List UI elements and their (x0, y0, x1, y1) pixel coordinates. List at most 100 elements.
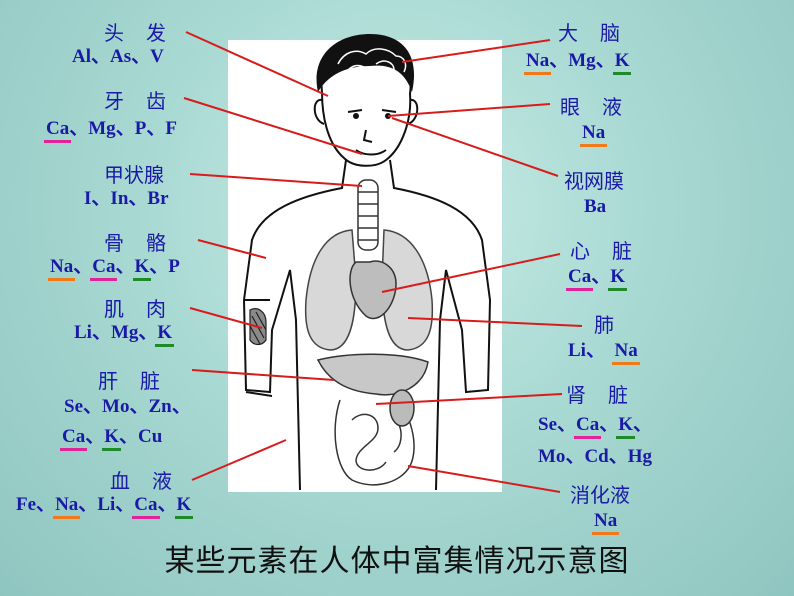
label-retina: 视网膜 (564, 169, 624, 193)
separator: 、 (91, 46, 111, 67)
elements-eye-fluid: Na (579, 122, 608, 147)
separator: 、 (595, 50, 615, 71)
element-symbol-ca: Ca (132, 494, 160, 519)
element-symbol-ba: Ba (584, 196, 607, 217)
separator: 、 (138, 322, 158, 343)
elements-muscle: Li、Mg、K (74, 322, 174, 347)
pointer-liver (191, 369, 335, 381)
element-symbol-ca: Ca (90, 256, 118, 281)
label-digestive-fluid: 消化液 (570, 483, 630, 507)
kidney-shape (389, 389, 415, 427)
element-symbol-k: K (174, 494, 194, 519)
element-symbol-k: K (132, 256, 152, 281)
separator: 、 (129, 396, 149, 417)
element-symbol-p: P (168, 256, 180, 277)
label-liver: 肝 脏 (98, 369, 161, 393)
separator: 、 (557, 414, 577, 435)
separator: 、 (115, 118, 135, 139)
separator: 、 (83, 396, 103, 417)
element-symbol-ca: Ca (59, 426, 88, 451)
element-symbol-hg: Hg (627, 446, 653, 467)
pointer-thyroid (189, 173, 363, 187)
hair-shape (316, 34, 415, 92)
element-symbol-mo: Mo (102, 396, 130, 417)
element-symbol-na: Na (591, 510, 620, 535)
pointer-hair (185, 31, 329, 97)
separator: 、 (549, 50, 569, 71)
separator: 、 (69, 118, 89, 139)
pointer-brain (401, 39, 551, 63)
elements-retina: Ba (584, 196, 606, 218)
separator: 、 (157, 494, 177, 515)
element-symbol-ca: Ca (43, 118, 72, 143)
element-symbol-br: Br (147, 188, 169, 209)
element-symbol-mg: Mg (88, 118, 116, 139)
elements-kidney-line1: Se、Ca 、 K、 (538, 414, 653, 439)
label-bone: 骨 骼 (104, 231, 167, 255)
pointer-blood (191, 439, 287, 481)
trachea (357, 179, 379, 251)
elements-liver-line2: Ca 、 K、Cu (59, 426, 163, 451)
element-symbol-al: Al (72, 46, 91, 67)
element-symbol-ca: Ca (565, 266, 594, 291)
label-hair: 头 发 (104, 21, 167, 45)
right-lung (381, 229, 434, 351)
element-symbol-mo: Mo (538, 446, 566, 467)
elements-liver-line1: Se、Mo、Zn、 (64, 396, 191, 418)
separator: 、 (171, 396, 191, 417)
elements-thyroid: I、In、Br (84, 188, 169, 210)
separator: 、 (591, 266, 611, 287)
separator: 、 (119, 426, 139, 447)
separator: 、 (115, 256, 135, 277)
separator: 、 (36, 494, 56, 515)
elements-digestive-fluid: Na (591, 510, 620, 535)
label-blood: 血 液 (110, 469, 173, 493)
label-brain: 大 脑 (558, 21, 621, 45)
element-symbol-cu: Cu (138, 426, 163, 447)
separator: 、 (91, 322, 111, 343)
element-symbol-zn: Zn (148, 396, 172, 417)
pointer-kidney (375, 393, 563, 405)
separator: 、 (599, 414, 619, 435)
element-symbol-se: Se (538, 414, 557, 435)
elements-lung: Li、 Na (568, 340, 640, 365)
elements-hair: Al、As、V (72, 46, 164, 68)
element-symbol-mg: Mg (568, 50, 596, 71)
separator: 、 (608, 446, 628, 467)
pointer-teeth (183, 97, 363, 155)
element-symbol-k: K (612, 50, 632, 75)
element-symbol-li: Li (97, 494, 116, 515)
label-lung: 肺 (594, 313, 615, 337)
separator: 、 (585, 340, 615, 361)
element-symbol-k: K (155, 322, 174, 347)
elements-blood: Fe、Na、 Li、Ca 、 K (16, 494, 194, 519)
element-symbol-li: Li (74, 322, 92, 343)
elements-bone: Na、Ca、K、P (47, 256, 180, 281)
label-teeth: 牙 齿 (104, 89, 167, 113)
pointer-heart (381, 253, 561, 293)
element-symbol-f: F (165, 118, 177, 139)
separator: 、 (149, 256, 169, 277)
heart-shape (349, 260, 397, 320)
elements-brain: Na、Mg、K (523, 50, 632, 75)
element-symbol-i: I (84, 188, 92, 209)
elements-teeth: Ca、Mg、P、F (43, 118, 177, 143)
pointer-digestive (407, 465, 561, 493)
label-eye-fluid: 眼 液 (560, 95, 623, 119)
element-symbol-in: In (110, 188, 129, 209)
elements-kidney-line2: Mo、Cd、Hg (538, 446, 652, 468)
label-kidney: 肾 脏 (566, 383, 629, 407)
element-symbol-cd: Cd (584, 446, 609, 467)
element-symbol-as: As (110, 46, 132, 67)
element-symbol-fe: Fe (16, 494, 37, 515)
separator: 、 (73, 256, 93, 277)
element-symbol-na: Na (47, 256, 76, 281)
pointer-eye (387, 103, 551, 117)
pointer-bone (197, 239, 267, 259)
separator: 、 (633, 414, 653, 435)
element-symbol-se: Se (64, 396, 83, 417)
separator: 、 (91, 188, 111, 209)
left-lung (304, 229, 357, 351)
face (347, 109, 397, 156)
